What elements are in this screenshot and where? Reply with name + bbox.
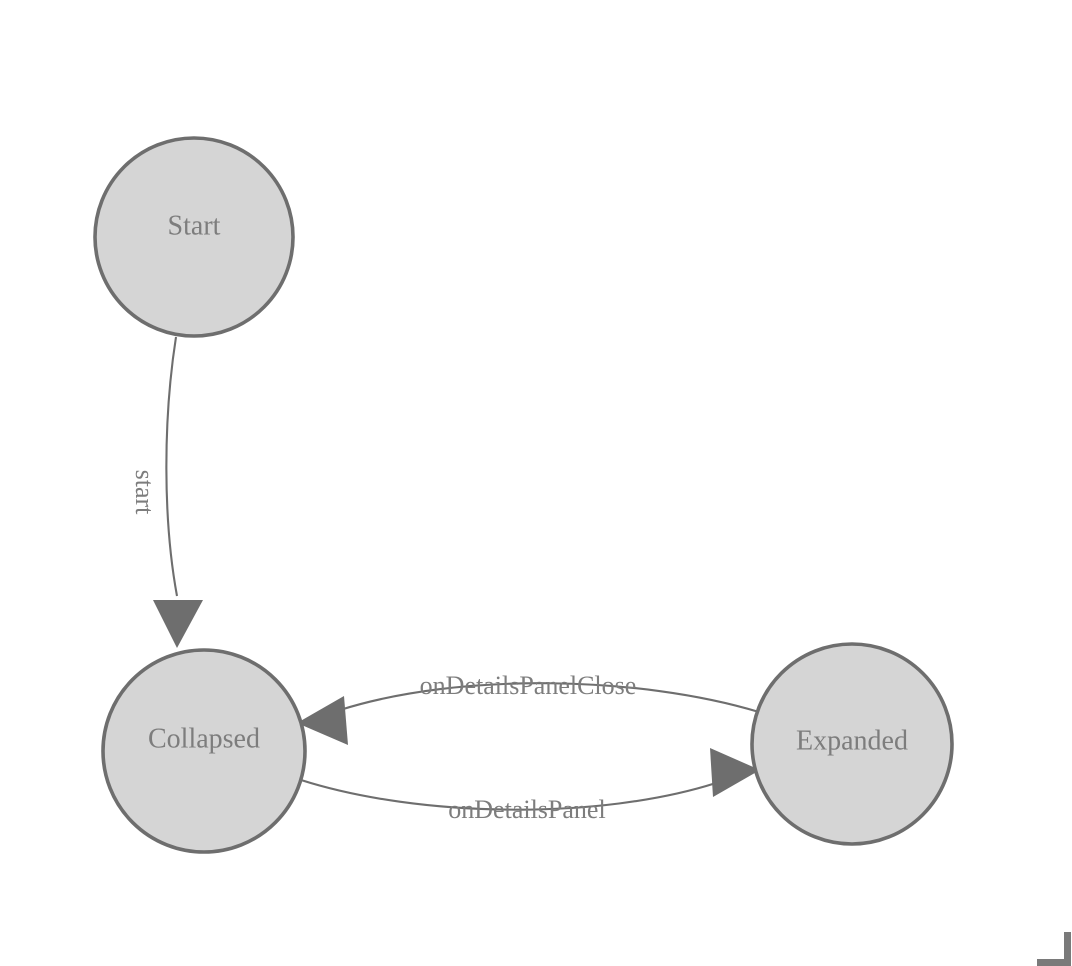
edge-path-collapsed-to-expanded <box>300 778 717 811</box>
corner-mark-horizontal <box>1037 959 1071 966</box>
edge-label-on-details-panel-close: onDetailsPanelClose <box>420 671 637 700</box>
edge-start-to-collapsed[interactable] <box>153 336 203 648</box>
arrowhead-into-expanded-left <box>710 748 760 797</box>
edge-collapsed-to-expanded[interactable] <box>300 748 760 811</box>
node-collapsed[interactable]: Collapsed <box>101 648 307 854</box>
corner-mark-vertical <box>1064 932 1071 966</box>
edge-label-start: start <box>130 470 159 516</box>
node-start-label: Start <box>168 210 221 241</box>
edge-expanded-to-collapsed[interactable] <box>297 682 760 745</box>
edge-path-expanded-to-collapsed <box>339 682 760 714</box>
node-expanded[interactable]: Expanded <box>750 642 954 846</box>
node-collapsed-label: Collapsed <box>148 723 260 754</box>
node-expanded-circle <box>750 642 954 846</box>
node-expanded-label: Expanded <box>796 725 908 756</box>
edge-path-start-to-collapsed <box>165 336 179 597</box>
arrowhead-into-collapsed-top <box>153 600 203 648</box>
node-start[interactable]: Start <box>93 136 295 338</box>
corner-resize-handle[interactable] <box>1037 932 1071 966</box>
node-collapsed-circle <box>101 648 307 854</box>
arrowhead-into-collapsed-right <box>297 696 348 745</box>
node-start-circle <box>93 136 295 338</box>
edge-label-on-details-panel: onDetailsPanel <box>448 795 605 824</box>
